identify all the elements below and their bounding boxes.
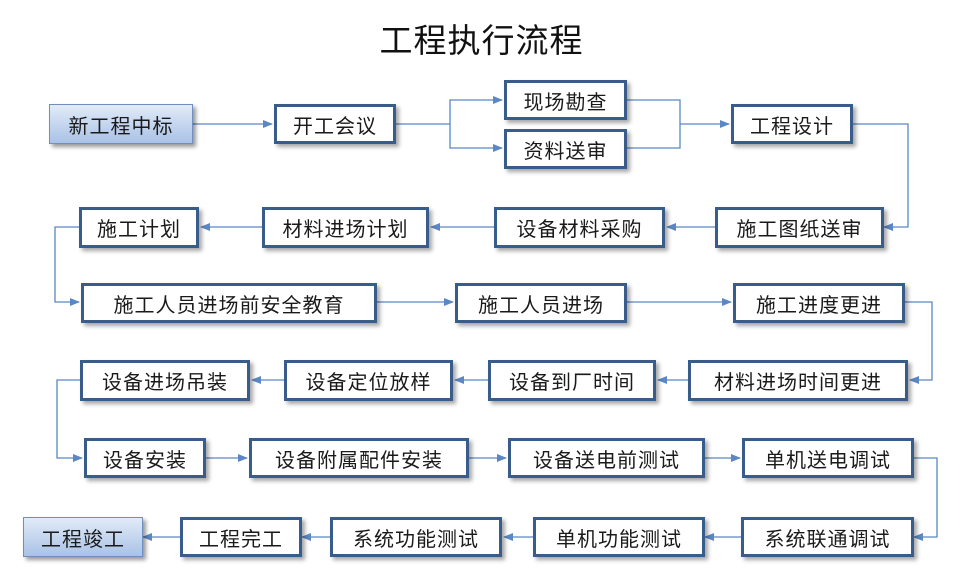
step-engineering-design: 工程设计 — [731, 104, 853, 144]
diagram-title: 工程执行流程 — [379, 21, 584, 60]
step-drawing-review: 施工图纸送审 — [715, 207, 884, 248]
step-kickoff-meeting: 开工会议 — [274, 104, 396, 144]
step-equipment-hoisting: 设备进场吊装 — [80, 360, 250, 401]
step-pre-power-test: 设备送电前测试 — [508, 438, 705, 478]
step-new-project-award: 新工程中标 — [49, 104, 193, 144]
arrow-step20-step21 — [913, 457, 938, 541]
step-progress-followup: 施工进度更进 — [733, 283, 905, 323]
step-single-power-debug: 单机送电调试 — [742, 438, 914, 478]
arrow-step2-step3 — [396, 96, 503, 125]
step-material-time-followup: 材料进场时间更进 — [688, 360, 908, 401]
step-system-link-debug: 系统联通调试 — [741, 517, 914, 557]
arrow-step4-join — [627, 124, 681, 149]
step-project-completion: 工程完工 — [180, 517, 302, 557]
step-site-survey: 现场勘查 — [504, 80, 627, 120]
step-safety-education: 施工人员进场前安全教育 — [81, 283, 377, 323]
arrow-step12-step13 — [905, 301, 933, 384]
step-document-review: 资料送审 — [504, 129, 627, 169]
arrow-step2-step4 — [449, 124, 503, 152]
step-personnel-entry: 施工人员进场 — [455, 283, 627, 323]
arrow-step16-step17 — [56, 379, 83, 462]
step-equipment-positioning: 设备定位放样 — [284, 360, 453, 401]
arrow-step3-join — [627, 99, 681, 124]
step-material-entry-plan: 材料进场计划 — [262, 207, 429, 248]
step-accessory-installation: 设备附属配件安装 — [249, 438, 469, 478]
arrow-step5-step6 — [853, 123, 909, 231]
step-equipment-arrival-time: 设备到厂时间 — [488, 360, 656, 401]
step-equipment-installation: 设备安装 — [84, 438, 206, 478]
step-single-function-test: 单机功能测试 — [533, 517, 705, 557]
arrow-step9-step10 — [54, 226, 80, 306]
step-project-acceptance: 工程竣工 — [23, 517, 143, 557]
step-construction-plan: 施工计划 — [79, 207, 199, 248]
step-system-function-test: 系统功能测试 — [330, 517, 502, 557]
step-equipment-procurement: 设备材料采购 — [494, 207, 665, 248]
